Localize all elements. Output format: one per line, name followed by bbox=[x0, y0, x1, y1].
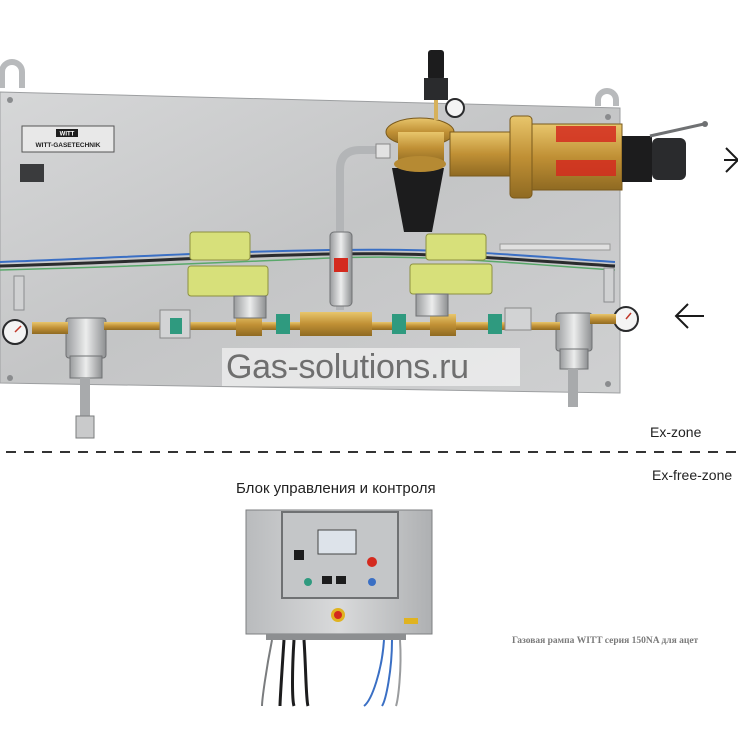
ex-free-zone-label: Ex-free-zone bbox=[652, 467, 733, 483]
gas-flow-arrow bbox=[674, 303, 704, 329]
brand-name: WITT-GASETECHNIK bbox=[36, 142, 101, 149]
central-filter bbox=[329, 143, 391, 310]
main-pressure-regulator bbox=[385, 50, 465, 232]
manifold-pipe bbox=[104, 307, 560, 339]
control-unit-title: Блок управления и контроля bbox=[236, 480, 436, 497]
solenoid-valves bbox=[187, 231, 493, 319]
control-cabinet bbox=[245, 509, 433, 640]
brand-plate: WITT WITT-GASETECHNIK bbox=[20, 125, 115, 182]
ex-zone-label: Ex-zone bbox=[650, 424, 702, 440]
brand-badge: WITT bbox=[60, 132, 75, 138]
caption-text: Газовая рампа WITT серия 150NA для ацет bbox=[512, 636, 699, 646]
watermark-text: Gas-solutions.ru bbox=[222, 348, 520, 386]
outlet-arrow bbox=[724, 147, 738, 173]
control-cables bbox=[261, 639, 402, 707]
flame-arrestor-assembly bbox=[449, 115, 708, 199]
right-regulator bbox=[555, 267, 639, 407]
emergency-stop-button bbox=[334, 611, 342, 619]
left-regulator bbox=[2, 275, 107, 439]
